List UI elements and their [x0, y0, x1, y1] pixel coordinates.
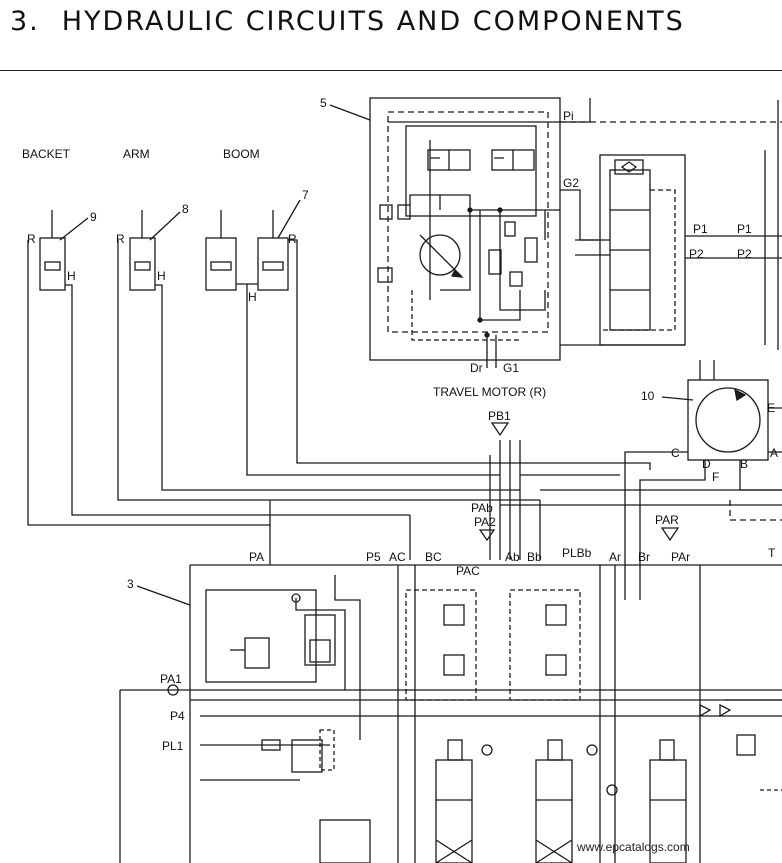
- port-ab: Ab: [505, 550, 520, 564]
- port-ar: Ar: [609, 550, 621, 564]
- port-bc: BC: [425, 550, 442, 564]
- port-pa1: PA1: [160, 672, 182, 686]
- control-valve: [119, 564, 782, 863]
- cylinder-label-bucket: BACKET: [22, 147, 71, 161]
- watermark: www.epcatalogs.com: [576, 840, 690, 854]
- travel-motor-label: TRAVEL MOTOR (R): [433, 385, 546, 399]
- pb1-port-marker: [490, 422, 510, 437]
- page-title: 3. HYDRAULIC CIRCUITS AND COMPONENTS: [10, 6, 685, 37]
- port-bb: Bb: [527, 550, 542, 564]
- port-h-bucket: H: [67, 269, 76, 283]
- port-h-arm: H: [157, 269, 166, 283]
- pilot-line-bundle: [269, 140, 782, 565]
- port-t: T: [768, 546, 776, 560]
- callout-3: 3: [127, 577, 134, 591]
- callout-5: 5: [320, 96, 327, 110]
- port-e: E: [767, 401, 775, 415]
- bucket-cylinder: [27, 210, 410, 526]
- par-port-marker: [660, 527, 680, 542]
- callout-10: 10: [641, 389, 655, 403]
- callout-9: 9: [90, 210, 97, 224]
- section-number: 3.: [10, 6, 40, 37]
- title-rule: [0, 70, 782, 71]
- callout-7: 7: [302, 188, 309, 202]
- port-r-boom: R: [288, 232, 297, 246]
- port-plbb: PLBb: [562, 546, 592, 560]
- port-p2-a: P2: [689, 247, 704, 261]
- port-p1-b: P1: [737, 222, 752, 236]
- port-pab: PAb: [471, 501, 493, 515]
- port-p2-b: P2: [737, 247, 752, 261]
- port-pl1: PL1: [162, 739, 184, 753]
- pump-assembly: [369, 97, 600, 368]
- port-r-bucket: R: [27, 232, 36, 246]
- cylinder-label-arm: ARM: [123, 147, 150, 161]
- right-partial-block: [764, 100, 779, 350]
- port-h-boom: H: [248, 290, 257, 304]
- port-pa2: PA2: [474, 515, 496, 529]
- port-b: B: [740, 457, 748, 471]
- port-p1-a: P1: [693, 222, 708, 236]
- travel-motor: [624, 360, 782, 600]
- cylinder-label-boom: BOOM: [223, 147, 260, 161]
- port-pi: Pi: [563, 109, 574, 123]
- port-br: Br: [638, 550, 650, 564]
- port-pa: PA: [249, 550, 264, 564]
- port-g2: G2: [563, 176, 579, 190]
- port-d: D: [702, 457, 711, 471]
- port-pb1: PB1: [488, 409, 511, 423]
- section-title: HYDRAULIC CIRCUITS AND COMPONENTS: [61, 6, 685, 37]
- arm-cylinder: [117, 210, 540, 501]
- port-p4: P4: [170, 709, 185, 723]
- port-ac: AC: [389, 550, 406, 564]
- boom-cylinders: [205, 210, 500, 476]
- port-p5: P5: [366, 550, 381, 564]
- port-par2: PAr: [671, 550, 690, 564]
- port-r-arm: R: [116, 232, 125, 246]
- pa2-port-marker: [478, 529, 496, 542]
- pump-regulator-block: [560, 121, 782, 346]
- port-f: F: [712, 470, 719, 484]
- port-g1: G1: [503, 361, 519, 375]
- port-par: PAR: [655, 513, 679, 527]
- port-pac: PAC: [456, 564, 480, 578]
- port-a: A: [770, 446, 778, 460]
- port-dr: Dr: [470, 361, 483, 375]
- port-c: C: [671, 446, 680, 460]
- callout-8: 8: [182, 202, 189, 216]
